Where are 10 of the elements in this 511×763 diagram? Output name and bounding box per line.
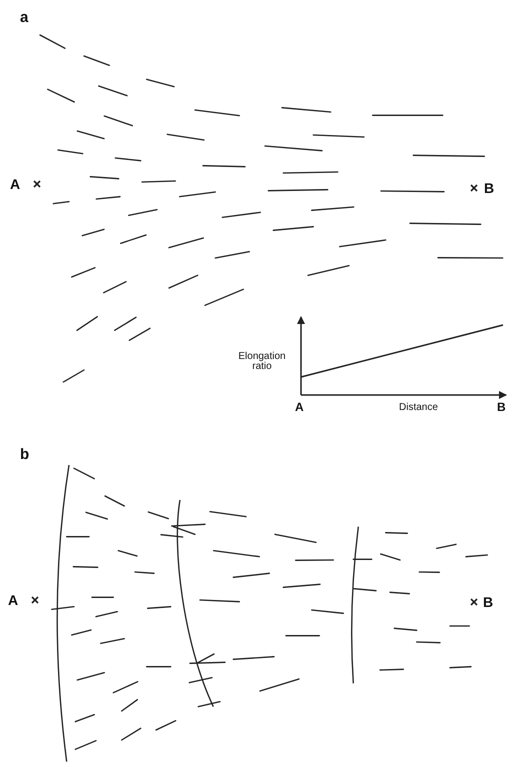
- axis-end-label: B: [497, 401, 506, 413]
- point-label: A: [8, 593, 18, 607]
- panel-label: b: [20, 447, 30, 462]
- point-label: B: [483, 595, 494, 609]
- panel-label: a: [20, 10, 28, 25]
- axis-end-label: A: [295, 401, 304, 413]
- axis-label: Elongation ratio: [237, 352, 287, 372]
- point-label: B: [484, 181, 494, 195]
- axis-label: Distance: [399, 403, 438, 413]
- point-label: A: [10, 177, 20, 191]
